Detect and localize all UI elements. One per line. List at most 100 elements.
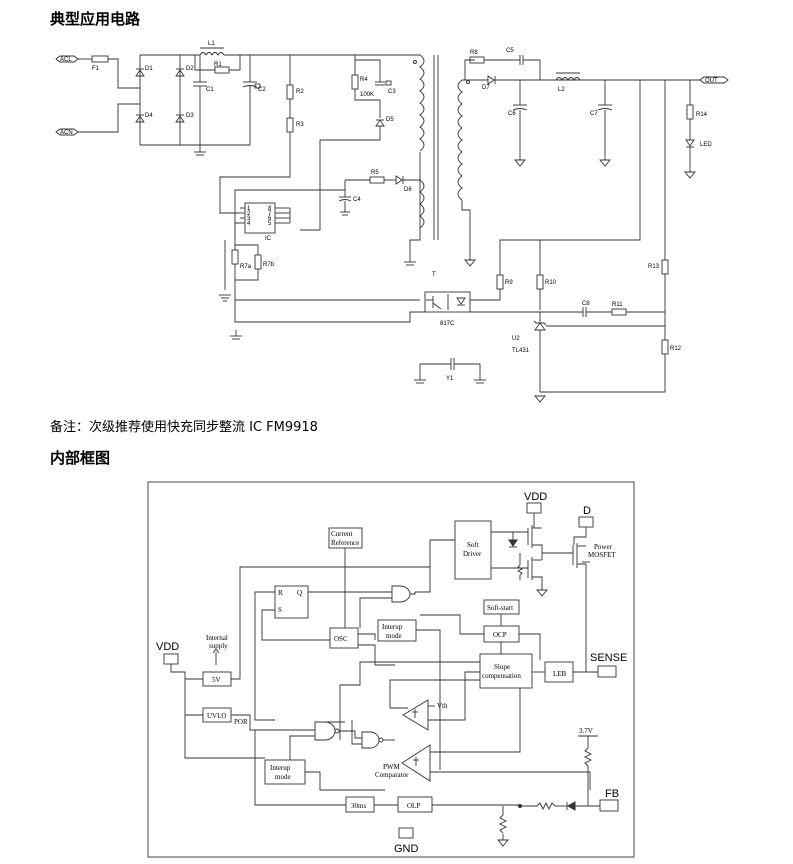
svg-text:OSC: OSC xyxy=(334,635,348,643)
svg-text:C2: C2 xyxy=(258,87,266,93)
svg-text:Reference: Reference xyxy=(331,539,359,547)
svg-text:supply: supply xyxy=(209,642,228,650)
timer-30ms-block: 30ms xyxy=(254,730,375,813)
svg-text:817C: 817C xyxy=(440,321,455,327)
svg-text:Q: Q xyxy=(297,589,302,597)
svg-text:Internal: Internal xyxy=(206,634,228,642)
svg-text:R8: R8 xyxy=(470,50,478,56)
svg-text:OCP: OCP xyxy=(493,631,507,639)
svg-text:6: 6 xyxy=(268,216,272,222)
svg-text:Vth: Vth xyxy=(437,702,448,710)
svg-text:Interup: Interup xyxy=(270,764,291,772)
secondary-rectifier: R8 C5 D7 C6 L2 C7 OUT xyxy=(462,48,729,167)
regulator-5v-block: 5V xyxy=(185,566,430,687)
svg-text:mode: mode xyxy=(275,773,291,781)
led-indicator: R14 LED xyxy=(684,80,712,179)
svg-text:C8: C8 xyxy=(582,301,590,307)
svg-text:Comparator: Comparator xyxy=(375,771,409,779)
ocp-block: OCP xyxy=(420,614,541,660)
pin-vdd-top: VDD xyxy=(524,491,547,528)
heading-block-diagram: 内部框图 xyxy=(50,449,111,467)
heading-application-circuit: 典型应用电路 xyxy=(50,10,141,28)
svg-text:MOSFET: MOSFET xyxy=(588,551,616,559)
svg-text:FB: FB xyxy=(605,788,619,800)
svg-text:F1: F1 xyxy=(92,66,100,72)
svg-text:L2: L2 xyxy=(558,87,565,93)
svg-text:D4: D4 xyxy=(145,113,153,119)
svg-text:R11: R11 xyxy=(612,302,623,308)
olp-block: OLP xyxy=(374,796,520,813)
svg-text:C5: C5 xyxy=(506,48,514,54)
ac-input-bottom: ACN xyxy=(55,103,140,136)
svg-text:Power: Power xyxy=(594,543,613,551)
svg-text:Interup: Interup xyxy=(382,623,403,631)
svg-text:R9: R9 xyxy=(505,280,513,286)
snubber: R4 100K C3 D5 xyxy=(290,54,420,231)
svg-text:R2: R2 xyxy=(296,89,304,95)
svg-text:5V: 5V xyxy=(212,676,221,684)
svg-text:D1: D1 xyxy=(145,66,153,72)
svg-text:mode: mode xyxy=(386,632,402,640)
logic-gates xyxy=(289,720,395,770)
svg-text:8: 8 xyxy=(268,206,272,212)
svg-text:UVLO: UVLO xyxy=(207,712,226,720)
svg-text:Y1: Y1 xyxy=(446,376,454,382)
block-frame xyxy=(147,481,635,858)
svg-text:C6: C6 xyxy=(508,111,516,117)
svg-text:R: R xyxy=(278,589,283,597)
svg-text:ACL: ACL xyxy=(60,57,72,63)
svg-text:R12: R12 xyxy=(670,346,682,352)
svg-text:S: S xyxy=(278,606,282,614)
feedback-network: R13 R10 R9 C8 R11 U2 TL431 R12 xyxy=(470,80,682,403)
svg-text:R3: R3 xyxy=(296,122,304,128)
svg-text:SENSE: SENSE xyxy=(590,652,627,664)
svg-text:VDD: VDD xyxy=(156,641,179,653)
current-reference-block: Current Reference xyxy=(328,527,363,628)
svg-text:C7: C7 xyxy=(590,111,598,117)
input-filter: L1 R1 C1 C2 xyxy=(180,41,290,156)
uvlo-block: UVLO POR xyxy=(185,707,315,731)
svg-text:POR: POR xyxy=(234,718,248,726)
y-capacitor: Y1 xyxy=(414,358,486,384)
interrupt-mode-block-upper: Interup mode xyxy=(377,619,441,770)
svg-text:30ms: 30ms xyxy=(351,802,366,810)
internal-supply: Internal supply xyxy=(206,634,228,665)
svg-text:IC: IC xyxy=(265,236,272,242)
svg-text:D2: D2 xyxy=(186,66,194,72)
ac-input-top: ACL F1 xyxy=(55,55,140,89)
svg-text:OLP: OLP xyxy=(407,802,420,810)
slope-compensation-block: Slope compensation xyxy=(339,653,545,740)
svg-text:2: 2 xyxy=(247,211,251,217)
reference-3v7: 3.7V xyxy=(578,727,598,806)
svg-text:R10: R10 xyxy=(545,280,557,286)
svg-text:R7a: R7a xyxy=(240,264,252,270)
svg-text:C1: C1 xyxy=(206,87,214,93)
svg-text:LEB: LEB xyxy=(553,670,567,678)
svg-text:Soft: Soft xyxy=(467,541,479,549)
pin-drain: D xyxy=(573,505,594,545)
note-text: 备注：次级推荐使用快充同步整流 IC FM9918 xyxy=(50,420,318,435)
svg-text:3.7V: 3.7V xyxy=(579,727,593,735)
svg-text:compensation: compensation xyxy=(482,672,521,680)
svg-text:5: 5 xyxy=(268,221,272,227)
svg-text:LED: LED xyxy=(700,142,712,148)
vth-comparator: Vth xyxy=(402,699,448,731)
soft-start-block: Soft-start xyxy=(483,599,520,626)
svg-text:PWM: PWM xyxy=(383,763,401,771)
sense-resistors: R7a R7b xyxy=(219,222,425,340)
svg-text:D5: D5 xyxy=(386,117,394,123)
svg-text:C3: C3 xyxy=(388,89,396,95)
interrupt-mode-block-lower: Interup mode xyxy=(264,759,385,791)
svg-text:R5: R5 xyxy=(371,170,379,176)
pin-fb: FB xyxy=(497,788,619,847)
svg-text:Current: Current xyxy=(331,530,352,538)
svg-text:Soft-start: Soft-start xyxy=(487,604,513,612)
svg-text:C4: C4 xyxy=(353,197,361,203)
svg-text:7: 7 xyxy=(268,211,272,217)
pin-vdd-left: VDD xyxy=(156,641,265,759)
svg-text:Slope: Slope xyxy=(494,663,510,671)
svg-text:4: 4 xyxy=(247,221,251,227)
svg-text:OUT: OUT xyxy=(705,78,718,84)
